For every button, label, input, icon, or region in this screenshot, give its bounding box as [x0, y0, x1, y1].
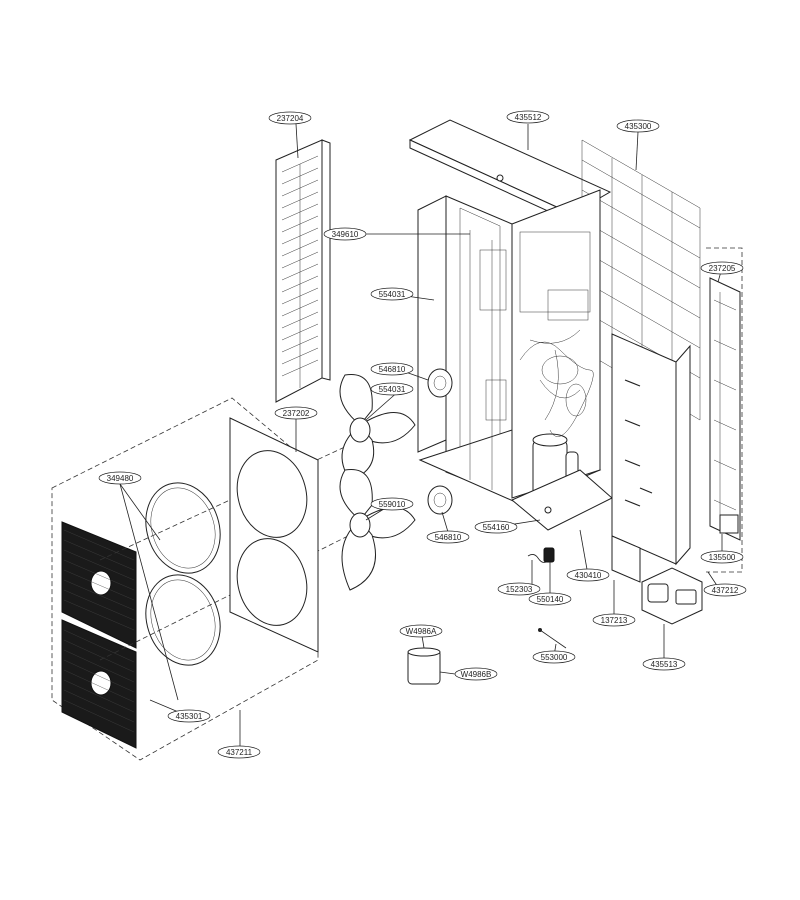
part-label-435301: 435301 — [167, 709, 211, 723]
svg-text:W4986B: W4986B — [461, 670, 492, 679]
fan-motor-lower — [427, 485, 453, 515]
part-label-435513: 435513 — [642, 657, 686, 671]
svg-text:W4986A: W4986A — [406, 627, 437, 636]
part-label-554160: 554160 — [474, 520, 518, 534]
propeller-fan-lower — [339, 468, 416, 591]
part-label-349610: 349610 — [323, 227, 367, 241]
svg-text:554160: 554160 — [483, 523, 510, 532]
fan-motor-upper — [427, 368, 453, 398]
right-front-panel — [611, 333, 691, 566]
svg-text:550140: 550140 — [537, 595, 564, 604]
svg-text:554031: 554031 — [379, 385, 406, 394]
svg-text:546810: 546810 — [435, 533, 462, 542]
svg-text:349610: 349610 — [332, 230, 359, 239]
svg-text:430410: 430410 — [575, 571, 602, 580]
part-label-135500: 135500 — [700, 550, 744, 564]
fan-guard-ring-lower — [145, 574, 221, 666]
sensor-part-152303 — [527, 554, 547, 563]
propeller-fan-upper — [339, 373, 416, 481]
front-grille-assembly-group — [51, 397, 319, 761]
svg-text:435512: 435512 — [515, 113, 542, 122]
svg-text:546810: 546810 — [379, 365, 406, 374]
svg-text:135500: 135500 — [709, 553, 736, 562]
svg-text:237202: 237202 — [283, 409, 310, 418]
svg-text:437211: 437211 — [226, 748, 253, 757]
svg-text:553000: 553000 — [541, 653, 568, 662]
service-panel — [641, 567, 703, 625]
lower-right-panel — [611, 535, 641, 583]
wire-part-553000 — [538, 628, 567, 649]
part-label-137213: 137213 — [592, 613, 636, 627]
svg-text:435513: 435513 — [651, 660, 678, 669]
coil-part-550140 — [543, 547, 555, 563]
svg-text:137213: 137213 — [601, 616, 628, 625]
fan-bracket-panel — [229, 417, 319, 653]
part-label-435512: 435512 — [506, 110, 550, 124]
part-label-553000: 553000 — [532, 650, 576, 664]
svg-text:237205: 237205 — [709, 264, 736, 273]
svg-text:237204: 237204 — [277, 114, 304, 123]
refrigerant-piping — [519, 329, 594, 437]
svg-text:437212: 437212 — [712, 586, 739, 595]
part-label-237202: 237202 — [274, 406, 318, 420]
part-label-437211: 437211 — [217, 745, 261, 759]
part-label-w4986b: W4986B — [454, 667, 498, 681]
front-grille-upper — [61, 521, 137, 649]
svg-text:435301: 435301 — [176, 712, 203, 721]
fan-guard-ring-upper — [145, 482, 221, 574]
front-grille-lower — [61, 619, 137, 749]
svg-text:554031: 554031 — [379, 290, 406, 299]
part-label-237204: 237204 — [268, 111, 312, 125]
part-label-w4986a: W4986A — [399, 624, 443, 638]
part-label-437212: 437212 — [703, 583, 747, 597]
part-label-349480: 349480 — [98, 471, 142, 485]
svg-text:435300: 435300 — [625, 122, 652, 131]
part-label-559010: 559010 — [370, 497, 414, 511]
part-label-554031-top: 554031 — [370, 287, 414, 301]
top-panel — [408, 119, 612, 223]
part-label-237205: 237205 — [700, 261, 744, 275]
right-grille-assembly-group — [706, 247, 743, 573]
part-label-430410: 430410 — [566, 568, 610, 582]
svg-text:559010: 559010 — [379, 500, 406, 509]
part-label-550140: 550140 — [528, 592, 572, 606]
svg-text:152303: 152303 — [506, 585, 533, 594]
part-label-554031-mid: 554031 — [370, 382, 414, 396]
part-label-546810-top: 546810 — [370, 362, 414, 376]
part-label-546810-bottom: 546810 — [426, 530, 470, 544]
part-label-152303: 152303 — [497, 582, 541, 596]
svg-text:349480: 349480 — [107, 474, 134, 483]
side-grille-panel — [275, 139, 331, 403]
part-label-435300: 435300 — [616, 119, 660, 133]
manual-pouch — [407, 647, 441, 685]
